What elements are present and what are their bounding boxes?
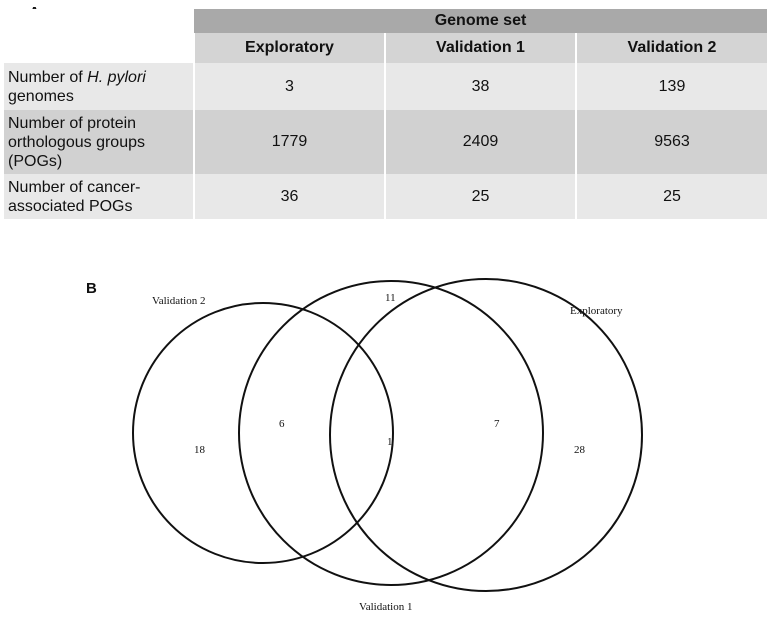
table-cell: 25 <box>575 174 767 219</box>
table-row: Number of protein orthologous groups (PO… <box>4 110 767 174</box>
table-cell: 38 <box>384 63 576 110</box>
venn-count-all-three: 1 <box>387 436 393 448</box>
column-header-exploratory: Exploratory <box>193 33 385 63</box>
venn-circle-exploratory <box>329 278 643 592</box>
table-cell: 1779 <box>193 110 385 174</box>
table-corner-blank <box>4 9 194 33</box>
venn-count-validation-2-only: 18 <box>194 444 206 456</box>
venn-count-top-only: 11 <box>385 292 396 304</box>
table-cell: 3 <box>193 63 385 110</box>
panel-b-label: B <box>86 280 97 297</box>
table-cell: 36 <box>193 174 385 219</box>
venn-circle-top <box>238 280 544 586</box>
venn-diagram: Validation 2 Exploratory Validation 1 11… <box>132 278 643 613</box>
column-header-validation-1: Validation 1 <box>384 33 576 63</box>
venn-count-validation-2-and-top: 6 <box>279 418 285 430</box>
row-label-genomes: Number of H. pylori genomes <box>4 63 194 110</box>
table-cell: 139 <box>575 63 767 110</box>
row-label-pogs: Number of protein orthologous groups (PO… <box>4 110 194 174</box>
row-label-cancer-pogs: Number of cancer-associated POGs <box>4 174 194 219</box>
table-cell: 9563 <box>575 110 767 174</box>
venn-count-top-and-exploratory: 7 <box>494 418 500 430</box>
venn-set-label-exploratory: Exploratory <box>570 305 623 317</box>
genome-set-table: Genome set Exploratory Validation 1 Vali… <box>4 9 767 219</box>
table-corner-blank-2 <box>4 33 194 63</box>
table-row: Number of H. pylori genomes 3 38 139 <box>4 63 767 110</box>
venn-circle-validation-2 <box>132 302 394 564</box>
column-header-validation-2: Validation 2 <box>575 33 767 63</box>
venn-set-label-validation-1: Validation 1 <box>359 601 412 613</box>
venn-set-label-validation-2: Validation 2 <box>152 295 205 307</box>
table-cell: 2409 <box>384 110 576 174</box>
genome-set-header: Genome set <box>194 9 767 33</box>
table-cell: 25 <box>384 174 576 219</box>
venn-count-exploratory-only: 28 <box>574 444 586 456</box>
table-row: Number of cancer-associated POGs 36 25 2… <box>4 174 767 219</box>
